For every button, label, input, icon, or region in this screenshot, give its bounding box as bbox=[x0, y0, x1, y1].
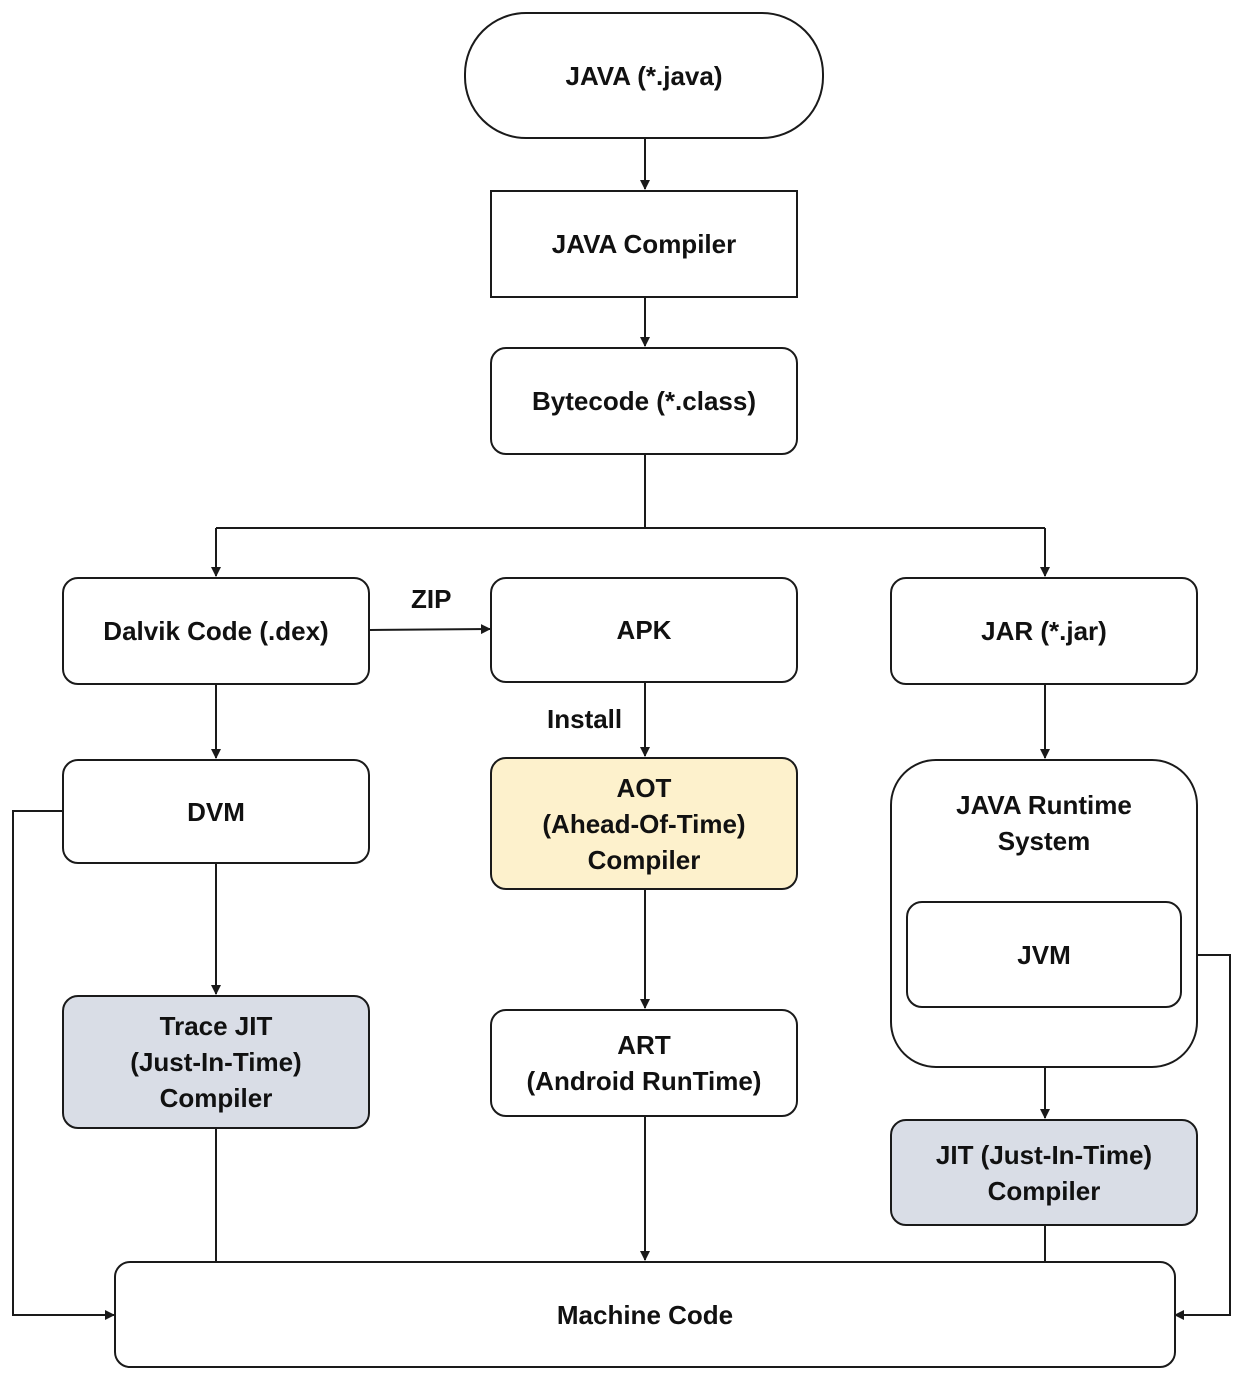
edge-dvm-to-machine bbox=[12, 810, 115, 1320]
dvm-node: DVM bbox=[62, 759, 370, 864]
jit-compiler-node: JIT (Just-In-Time) Compiler bbox=[890, 1119, 1198, 1226]
trace-jit-compiler-node: Trace JIT (Just-In-Time) Compiler bbox=[62, 995, 370, 1129]
machine-code-node: Machine Code bbox=[114, 1261, 1176, 1368]
bytecode-node: Bytecode (*.class) bbox=[490, 347, 798, 455]
aot-compiler-node: AOT (Ahead-Of-Time) Compiler bbox=[490, 757, 798, 890]
dalvik-code-node: Dalvik Code (.dex) bbox=[62, 577, 370, 685]
java-source-node: JAVA (*.java) bbox=[464, 12, 824, 139]
edge-jvm-to-machine bbox=[1174, 954, 1231, 1320]
java-compiler-node: JAVA Compiler bbox=[490, 190, 798, 298]
zip-edge-label: ZIP bbox=[411, 584, 452, 614]
art-node: ART (Android RunTime) bbox=[490, 1009, 798, 1117]
apk-node: APK bbox=[490, 577, 798, 683]
install-edge-label: Install bbox=[547, 704, 623, 734]
jar-node: JAR (*.jar) bbox=[890, 577, 1198, 685]
edge-dalvik-to-apk bbox=[369, 624, 491, 635]
jvm-node: JVM bbox=[906, 901, 1182, 1008]
